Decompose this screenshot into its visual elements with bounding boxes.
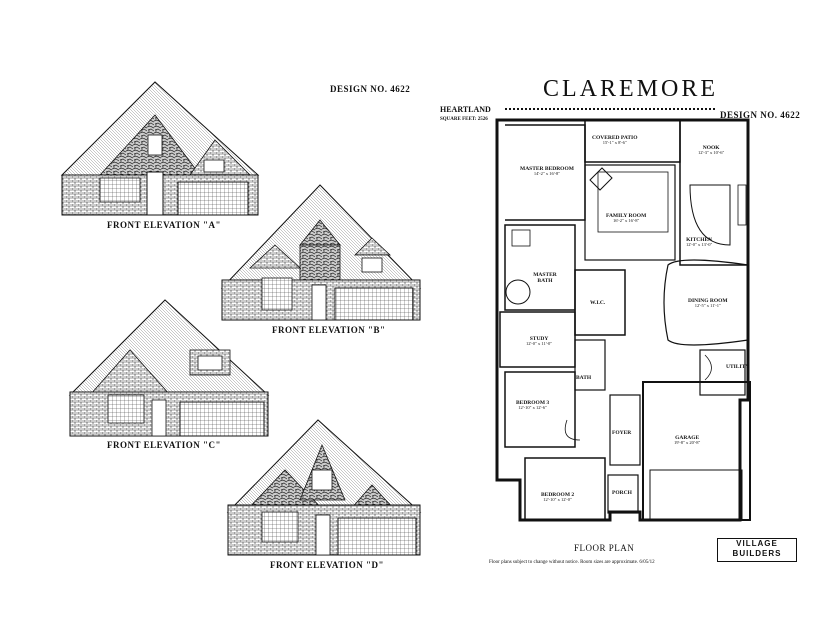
logo-line-1: VILLAGE <box>736 539 778 548</box>
room-bath: BATH <box>576 375 592 381</box>
elevation-d-label: FRONT ELEVATION "D" <box>270 560 385 570</box>
plan-square-feet: SQUARE FEET: 2526 <box>440 117 488 122</box>
elevation-b-drawing <box>220 184 422 321</box>
elevation-c-label: FRONT ELEVATION "C" <box>107 440 222 450</box>
title-dotted-rule <box>505 108 715 110</box>
plan-title: CLAREMORE <box>543 76 719 102</box>
elevation-b-label: FRONT ELEVATION "B" <box>272 325 386 335</box>
logo-line-2: BUILDERS <box>732 549 782 558</box>
builder-logo: VILLAGE BUILDERS <box>717 538 797 562</box>
floor-plan-caption: FLOOR PLAN <box>574 543 635 553</box>
room-master-bath: MASTER BATH <box>533 272 557 285</box>
plan-series: HEARTLAND <box>440 105 491 114</box>
room-wic: W.I.C. <box>590 300 606 306</box>
elevation-c-drawing <box>68 299 270 437</box>
room-foyer: FOYER <box>612 430 632 436</box>
room-porch: PORCH <box>612 490 632 496</box>
elevation-a-label: FRONT ELEVATION "A" <box>107 220 222 230</box>
elevations-design-number: DESIGN NO. 4622 <box>330 84 411 94</box>
floor-plan-drawing <box>495 118 751 522</box>
elevation-a-drawing <box>60 81 260 216</box>
plan-design-number: DESIGN NO. 4622 <box>720 110 801 120</box>
elevation-d-drawing <box>226 419 422 556</box>
plan-disclaimer: Floor plans subject to change without no… <box>489 560 655 565</box>
room-utility: UTILITY <box>726 364 750 370</box>
